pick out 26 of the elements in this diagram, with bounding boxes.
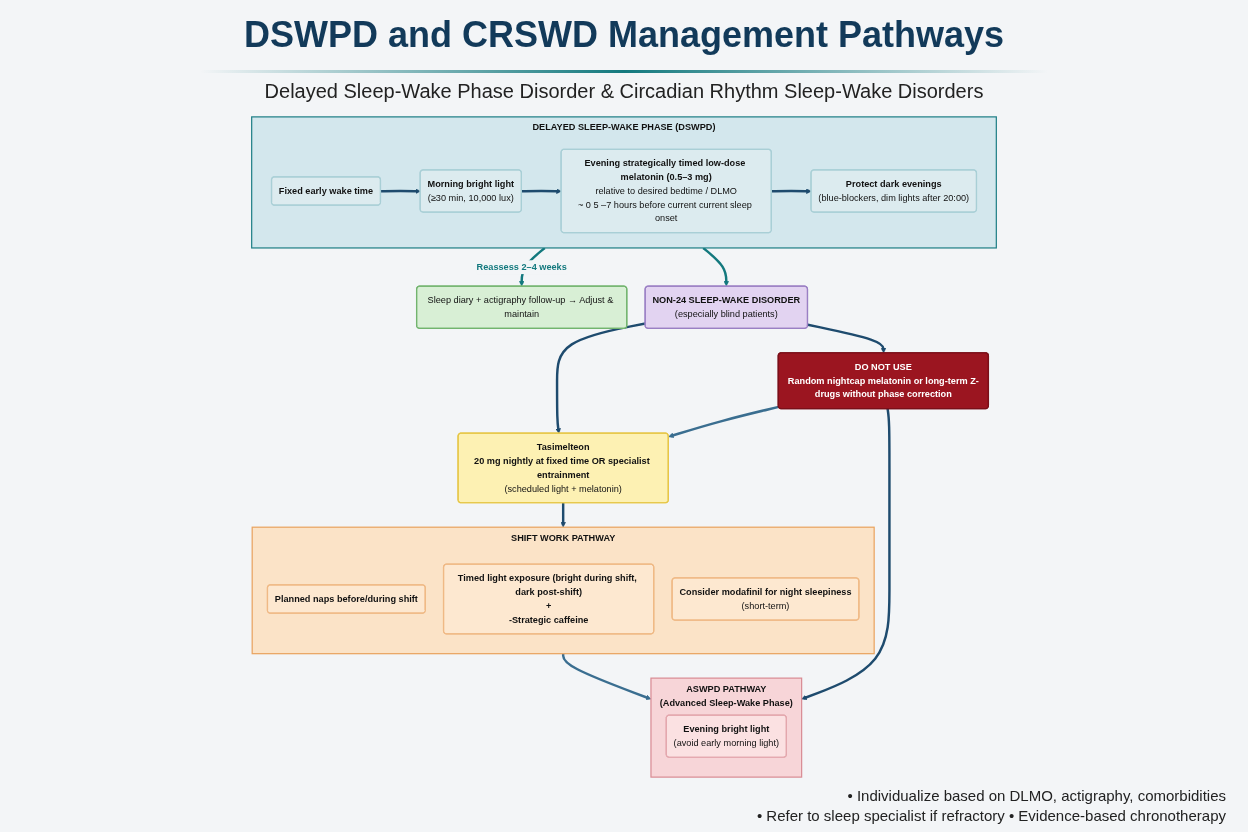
arrow: [380, 188, 421, 194]
arrow: [668, 405, 779, 438]
arrow: [521, 188, 562, 194]
process-box: Fixed early wake time: [270, 176, 382, 206]
process-box: Consider modafinil for night sleepiness (short-term): [671, 577, 860, 621]
process-box: Morning bright light (≥30 min, 10,000 lux): [419, 169, 522, 213]
process-box: Protect dark evenings (blue-blockers, dim lights after 20:00): [810, 169, 978, 213]
process-box: Planned naps before/during shift: [266, 584, 426, 614]
process-box: Evening bright light (avoid early morning light): [665, 714, 787, 758]
process-box: Timed light exposure (bright during shift, dark post-shift) + -Strategic caffeine: [442, 563, 655, 635]
title: DSWPD and CRSWD Management Pathways: [242, 14, 1006, 56]
arrow: [771, 188, 812, 194]
arrow: [801, 408, 891, 700]
process-box: NON-24 SLEEP-WAKE DISORDER (especially blind patients): [644, 285, 809, 329]
arrow: [807, 323, 887, 354]
arrow: [555, 322, 646, 434]
footnote: • Individualize based on DLMO, actigraphy, comorbidities: [847, 787, 1226, 804]
arrow: [702, 247, 729, 287]
process-box: Evening strategically timed low-dose melatonin (0.5–3 mg) relative to desired bedtime / DLMO ~ 0 5 –7 hours before current current sleep onset: [560, 148, 772, 234]
edge-label: Reassess 2–4 weeks: [476, 261, 567, 272]
subtitle: Delayed Sleep-Wake Phase Disorder & Circadian Rhythm Sleep-Wake Disorders: [264, 80, 984, 102]
footnote: • Refer to sleep specialist if refractory • Evidence-based chronotherapy: [756, 807, 1226, 824]
process-box: Sleep diary + actigraphy follow-up → Adjust & maintain: [416, 285, 628, 329]
process-box: Tasimelteon 20 mg nightly at fixed time OR specialist entrainment (scheduled light + melatonin): [457, 432, 669, 504]
arrow: [560, 502, 566, 528]
warning-box: DO NOT USE Random nightcap melatonin or long-term Z-drugs without phase correction: [777, 352, 990, 410]
